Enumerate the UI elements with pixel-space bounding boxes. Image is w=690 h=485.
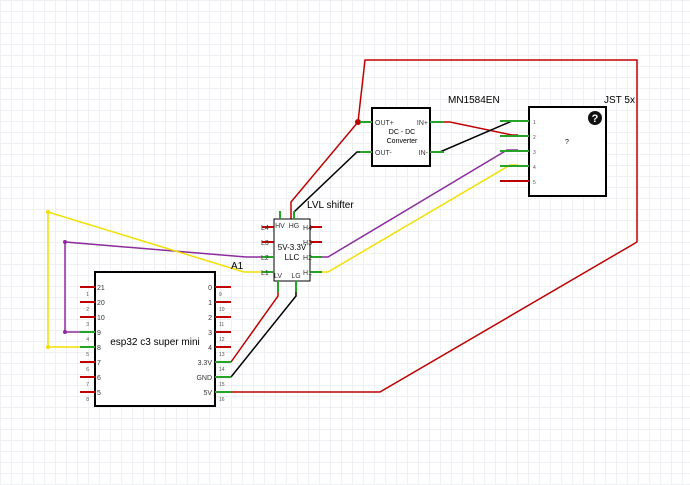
shifter-pin-label: L2: [261, 255, 269, 262]
unknown-part-icon: ?: [588, 111, 602, 125]
mcu-body: [94, 271, 216, 407]
mcu-pin-number: 4: [86, 337, 89, 343]
mcu-pin-number: 14: [219, 367, 225, 373]
shifter-pin-label: H2: [303, 255, 312, 262]
mcu-pin-number: 11: [219, 322, 224, 328]
mcu-pin-number: 7: [86, 382, 89, 388]
dcdc-pin-label: OUT+: [375, 120, 394, 127]
jst-pin-number: 1: [533, 120, 536, 126]
jst-pin-number: 4: [533, 165, 536, 171]
mcu-pin-label: 2: [208, 315, 212, 322]
jst-title: JST 5x: [604, 95, 635, 106]
dcdc-name-line1: DC - DC: [389, 129, 415, 136]
dcdc-title: MN1584EN: [448, 95, 500, 106]
mcu-ref: A1: [231, 261, 244, 272]
dcdc-name-line2: Converter: [387, 138, 418, 145]
mcu-pin-number: 13: [219, 352, 225, 358]
mcu-pin-number: 10: [219, 307, 225, 313]
jst-center-label: ?: [565, 139, 569, 146]
shifter-pin-label: HG: [289, 223, 300, 230]
mcu-pin-label: 4: [208, 345, 212, 352]
junction-dot: [355, 119, 361, 125]
wire-h1-jst4[interactable]: [313, 164, 518, 273]
wire-end-dot: [46, 210, 50, 214]
mcu-pin-label: 1: [208, 300, 212, 307]
mcu-pin-number: 12: [219, 337, 225, 343]
mcu-esp32-c3[interactable]: esp32 c3 super mini A1 21120210394857667…: [80, 261, 244, 407]
mcu-pin-label: 6: [97, 375, 101, 382]
unknown-part-glyph: ?: [592, 113, 599, 125]
shifter-pin-label: H1: [303, 270, 312, 277]
mcu-pin-number: 8: [86, 397, 89, 403]
shifter-pin-label: H4: [303, 225, 312, 232]
mcu-pin-number: 16: [219, 397, 225, 403]
wire-end-dot: [63, 330, 67, 334]
dcdc-pin-label: IN+: [417, 120, 428, 127]
jst-pin-number: 2: [533, 135, 536, 141]
dcdc-body: [371, 107, 431, 167]
mcu-pin-label: 3.3V: [198, 360, 213, 367]
shifter-pin-label: L1: [261, 270, 269, 277]
mcu-name: esp32 c3 super mini: [110, 337, 200, 348]
mcu-pin-label: 5: [97, 390, 101, 397]
mcu-pin-label: 20: [97, 300, 105, 307]
mcu-pin-number: 5: [86, 352, 89, 358]
mcu-pin-label: 5V: [203, 390, 212, 397]
mcu-pin-label: 9: [97, 330, 101, 337]
mcu-pin-number: 6: [86, 367, 89, 373]
wire-gnd-lg[interactable]: [230, 280, 297, 378]
shifter-title: LVL shifter: [307, 200, 354, 211]
shifter-pin-label: L4: [261, 225, 269, 232]
shifter-name-line2: LLC: [285, 253, 300, 262]
wire-end-dot: [63, 240, 67, 244]
wire-5v-loop[interactable]: [231, 59, 638, 393]
jst-pin-number: 3: [533, 150, 536, 156]
mcu-pin-label: 8: [97, 345, 101, 352]
shifter-pin-label: L3: [261, 240, 269, 247]
mcu-pin-label: 10: [97, 315, 105, 322]
jst-pin-number: 5: [533, 180, 536, 186]
jst-connector[interactable]: JST 5x ? ? 1 2 3 4 5: [500, 95, 635, 197]
mcu-pin-number: 15: [219, 382, 225, 388]
shifter-pin-label: HV: [275, 223, 285, 230]
mcu-pin-label: 3: [208, 330, 212, 337]
dcdc-pin-label: OUT-: [375, 150, 392, 157]
mcu-pin-number: 3: [86, 322, 89, 328]
shifter-pin-label: LG: [291, 273, 300, 280]
mcu-pin-number: 2: [86, 307, 89, 313]
mcu-pin-label: GND: [196, 375, 212, 382]
mcu-pin-number: 9: [219, 292, 222, 298]
dcdc-pin-label: IN-: [419, 150, 429, 157]
mcu-pin-label: 0: [208, 285, 212, 292]
shifter-pin-label: H3: [303, 240, 312, 247]
mcu-left-pins: 21 1 20 2 10 3 9 4 8 5 7 6 6 7 5 8: [80, 285, 105, 403]
wire-3v3-lv[interactable]: [230, 280, 279, 363]
mcu-pin-label: 21: [97, 285, 105, 292]
shifter-pin-label: LV: [274, 273, 282, 280]
mcu-pin-number: 1: [86, 292, 89, 298]
dcdc-converter[interactable]: MN1584EN DC - DC Converter OUT+ OUT- IN+ IN…: [360, 95, 500, 167]
jst-pins: 1 2 3 4 5: [500, 120, 536, 186]
mcu-pin-label: 7: [97, 360, 101, 367]
wire-hg-dcdc-out-minus[interactable]: [293, 151, 372, 222]
wire-end-dot: [46, 345, 50, 349]
dcdc-pins: OUT+ OUT- IN+ IN-: [360, 120, 444, 157]
shifter-name-line1: 5V-3.3V: [278, 243, 307, 252]
shifter-body: [273, 218, 311, 282]
